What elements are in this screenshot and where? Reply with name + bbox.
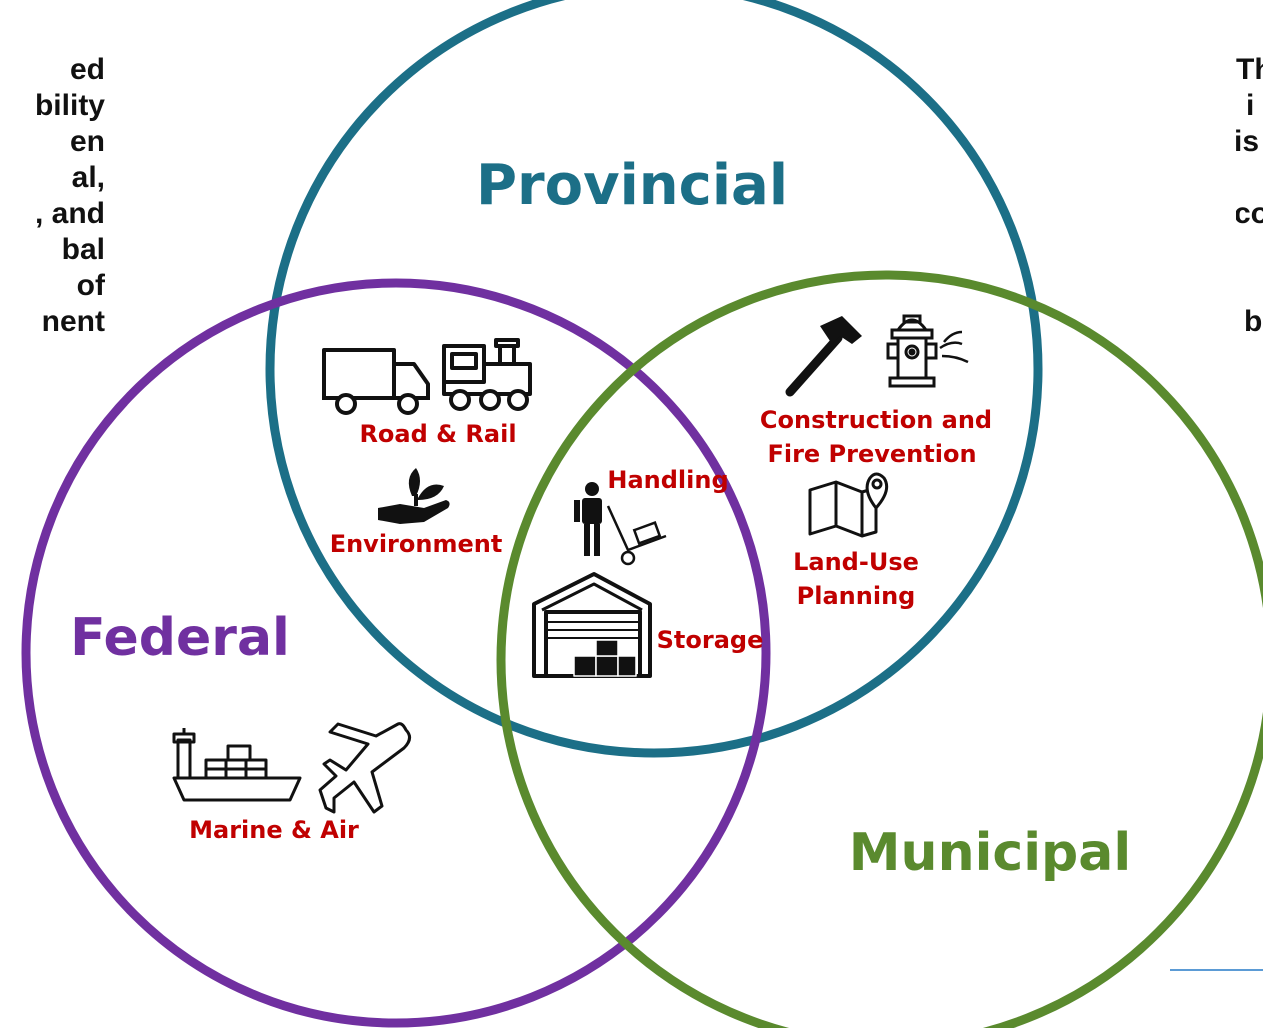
storage-label: Storage: [657, 626, 764, 654]
right-text-block: Th i is co b: [1236, 52, 1263, 340]
right-text-line: [1236, 160, 1263, 196]
construction-label-line2: Fire Prevention: [767, 440, 976, 468]
person-handtruck-icon: [574, 482, 667, 566]
right-text-line: [1236, 268, 1263, 304]
right-text-line: [1236, 232, 1263, 268]
provincial-label: Provincial: [476, 153, 788, 218]
left-text-block: ed bility en al, , and bal of nent: [0, 52, 105, 340]
marine-air-label: Marine & Air: [189, 816, 359, 844]
plane-icon: [318, 722, 411, 814]
train-icon: [442, 338, 532, 411]
ship-icon: [172, 728, 302, 802]
right-text-line: is: [1236, 125, 1260, 158]
construction-label-line1: Construction and: [760, 406, 992, 434]
map-icon: [808, 472, 889, 538]
left-text-line: bal: [61, 233, 105, 266]
fire-hydrant-icon: [886, 314, 969, 388]
land-use-label-line1: Land-Use: [793, 548, 919, 576]
left-text-line: nent: [41, 305, 105, 338]
right-text-line: co: [1236, 197, 1263, 230]
plant-hand-icon: [378, 468, 450, 524]
provincial-circle: [265, 0, 1043, 758]
left-text-line: al,: [71, 161, 105, 194]
handling-label: Handling: [607, 466, 728, 494]
left-text-line: ed: [69, 53, 105, 86]
right-text-line: Th: [1236, 53, 1263, 86]
federal-circle: [21, 278, 771, 1028]
environment-label: Environment: [330, 530, 503, 558]
left-text-line: , and: [34, 197, 105, 230]
land-use-label-line2: Planning: [797, 582, 916, 610]
municipal-label: Municipal: [849, 823, 1131, 883]
truck-icon: [322, 348, 430, 415]
right-text-line: i: [1246, 89, 1255, 122]
right-text-line: b: [1244, 305, 1263, 338]
hammer-icon: [785, 316, 862, 397]
federal-label: Federal: [70, 608, 290, 668]
left-text-line: bility: [34, 89, 105, 122]
left-text-line: en: [69, 125, 105, 158]
road-rail-label: Road & Rail: [359, 420, 516, 448]
warehouse-icon: [532, 572, 652, 678]
left-text-line: of: [76, 269, 105, 302]
municipal-circle: [496, 270, 1263, 1028]
